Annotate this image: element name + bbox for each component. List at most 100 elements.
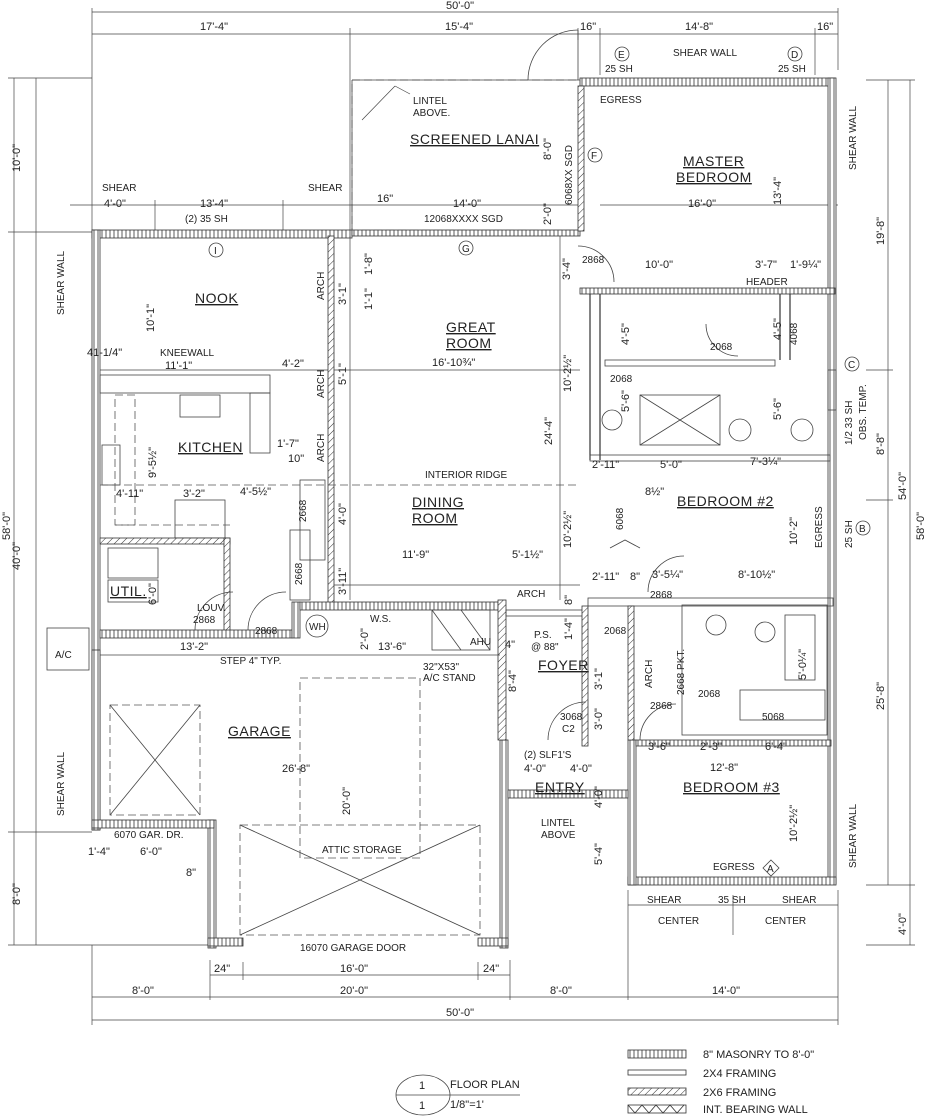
room-master-bedroom-1: MASTER xyxy=(683,153,744,169)
dim-util-13-2: 13'-2" xyxy=(180,641,208,653)
dim-foyer-1-4: 1'-4" xyxy=(563,618,575,640)
dim-bot-8-0b: 8'-0" xyxy=(550,985,572,997)
garage-drawing xyxy=(46,627,500,936)
dim-bed2-2-11: 2'-11" xyxy=(592,571,619,583)
dim-left-10-0: 10'-0" xyxy=(11,144,23,172)
dim-kit-4-2: 4'-2" xyxy=(282,358,304,370)
note-interior-ridge: INTERIOR RIDGE xyxy=(425,470,508,481)
dim-right-25-8: 25'-8" xyxy=(875,682,887,710)
note-ac-stand-1: 32"X53" xyxy=(423,662,459,673)
room-bedroom-3: BEDROOM #3 xyxy=(683,779,780,795)
legend-item-bearing: INT. BEARING WALL xyxy=(627,1104,808,1116)
note-door-6068: 6068 xyxy=(615,507,626,530)
room-kitchen: KITCHEN xyxy=(178,439,243,455)
dim-left-58-0: 58'-0" xyxy=(1,512,13,540)
note-door-2668-a: 2668 xyxy=(298,499,309,522)
note-ac-stand-2: A/C STAND xyxy=(423,673,476,684)
legend-item-2x6: 2X6 FRAMING xyxy=(627,1087,776,1099)
dim-overall-bottom: 50'-0" xyxy=(446,1007,474,1019)
legend-label: 8" MASONRY TO 8'-0" xyxy=(703,1049,814,1061)
note-shear-wall-nook: SHEAR WALL xyxy=(56,250,67,315)
legend-label: 2X4 FRAMING xyxy=(703,1068,776,1080)
dim-great-16-10: 16'-10¾" xyxy=(432,357,475,369)
exterior-walls xyxy=(91,77,837,949)
dim-left-40-0: 40'-0" xyxy=(11,542,23,570)
dim-util-6-0: 6'-0" xyxy=(147,583,159,605)
dim-foyer-8: 8" xyxy=(563,595,575,605)
dim-kit-4-5: 4'-5½" xyxy=(240,486,271,498)
dim-mbath-4-5a: 4'-5" xyxy=(620,323,632,345)
dim-top-16a: 16" xyxy=(580,21,596,33)
note-shear-left-a: SHEAR xyxy=(102,183,136,194)
dim-gar-6-0: 6'-0" xyxy=(140,846,162,858)
note-wh: WH xyxy=(309,622,326,633)
note-louv-2: 2868 xyxy=(193,615,216,626)
dim-ws-2-0: 2'-0" xyxy=(359,628,371,650)
dim-gar-8: 8" xyxy=(186,867,196,879)
dim-garage-26-8: 26'-8" xyxy=(282,763,310,775)
note-shear-b1: SHEAR xyxy=(647,895,681,906)
dim-mbath-5-6a: 5'-6" xyxy=(620,390,632,412)
room-dining-1: DINING xyxy=(412,494,464,510)
note-step: STEP 4" TYP. xyxy=(220,656,281,667)
dim-ws-13-6: 13'-6" xyxy=(378,641,406,653)
annotation-notes: SHEAR WALL 25 SH 25 SH EGRESS LINTEL ABO… xyxy=(55,48,869,954)
note-lintel-2: ABOVE. xyxy=(413,108,450,119)
note-egress-bed3: EGRESS xyxy=(713,862,755,873)
legend-label: 2X6 FRAMING xyxy=(703,1087,776,1099)
note-sh33: 1/2 33 SH xyxy=(844,401,855,445)
room-labels: SCREENED LANAI MASTER BEDROOM NOOK GREAT… xyxy=(110,131,780,795)
note-shear-left-b: SHEAR xyxy=(308,183,342,194)
note-door-2068-c: 2068 xyxy=(604,626,627,637)
dim-foyer-3-0: 3'-0" xyxy=(593,708,605,730)
dim-master-16-0: 16'-0" xyxy=(688,198,716,210)
room-master-bedroom-2: BEDROOM xyxy=(676,169,752,185)
dim-great-24-4: 24'-4" xyxy=(543,417,555,445)
grid-tag-f: F xyxy=(591,151,597,162)
note-slf: (2) SLF1'S xyxy=(524,750,572,761)
interior-walls xyxy=(99,85,837,747)
dim-mbath-7-3: 7'-3¼" xyxy=(750,456,781,468)
dim-left-8-0: 8'-0" xyxy=(11,883,23,905)
dim-top-15-4: 15'-4" xyxy=(445,21,473,33)
legend: 8" MASONRY TO 8'-0" 2X4 FRAMING 2X6 FRAM… xyxy=(627,1049,814,1116)
note-sgd-6068: 6068XX SGD xyxy=(564,145,575,205)
note-gar-door-6070: 6070 GAR. DR. xyxy=(114,830,183,841)
dim-bath3-5-0: 5'-0¼" xyxy=(797,649,809,680)
dim-lanai-2-0: 2'-0" xyxy=(542,203,554,225)
title-number-bottom: 1 xyxy=(419,1100,425,1112)
dim-bot-8-0a: 8'-0" xyxy=(132,985,154,997)
legend-item-2x4: 2X4 FRAMING xyxy=(627,1068,776,1080)
dim-right-54-0: 54'-0" xyxy=(897,472,909,500)
note-door-2868-b: 2868 xyxy=(255,626,278,637)
dim-foyer-8-4: 8'-4" xyxy=(507,670,519,692)
legend-item-masonry: 8" MASONRY TO 8'-0" xyxy=(627,1049,814,1061)
dim-top-16b: 16" xyxy=(817,21,833,33)
note-ps-1: P.S. xyxy=(534,630,552,641)
grid-tag-d: D xyxy=(791,50,798,61)
note-25sh-e: 25 SH xyxy=(605,64,633,75)
note-arch-1: ARCH xyxy=(316,272,327,300)
note-door-2068-d: 2068 xyxy=(698,689,721,700)
note-shear-wall-top: SHEAR WALL xyxy=(673,48,738,59)
note-door-2668-b: 2668 xyxy=(294,562,305,585)
note-door-2868-c: 2868 xyxy=(650,590,673,601)
note-door-2668-pkt: 2668 PKT. xyxy=(676,649,687,695)
note-ahu: AHU xyxy=(470,637,491,648)
note-ws: W.S. xyxy=(370,614,391,625)
dim-mbath-5-6b: 5'-6" xyxy=(772,398,784,420)
dim-right-58-0: 58'-0" xyxy=(915,512,927,540)
note-door-2868-a: 2868 xyxy=(582,255,605,266)
note-lintel-2-2: ABOVE xyxy=(541,830,576,841)
note-center-1: CENTER xyxy=(658,916,699,927)
note-arch-2: ARCH xyxy=(316,370,327,398)
dim-bed2-8-10: 8'-10½" xyxy=(738,569,775,581)
note-door-3068-2: C2 xyxy=(562,724,575,735)
room-bedroom-2: BEDROOM #2 xyxy=(677,493,774,509)
note-door-2068-b: 2068 xyxy=(610,374,633,385)
dim-arch-1-8: 1'-8" xyxy=(363,253,375,275)
dim-bed3-12-8: 12'-8" xyxy=(710,762,738,774)
room-foyer: FOYER xyxy=(538,657,589,673)
note-shear-wall-garage: SHEAR WALL xyxy=(56,751,67,816)
note-lintel-2-1: LINTEL xyxy=(541,818,575,829)
